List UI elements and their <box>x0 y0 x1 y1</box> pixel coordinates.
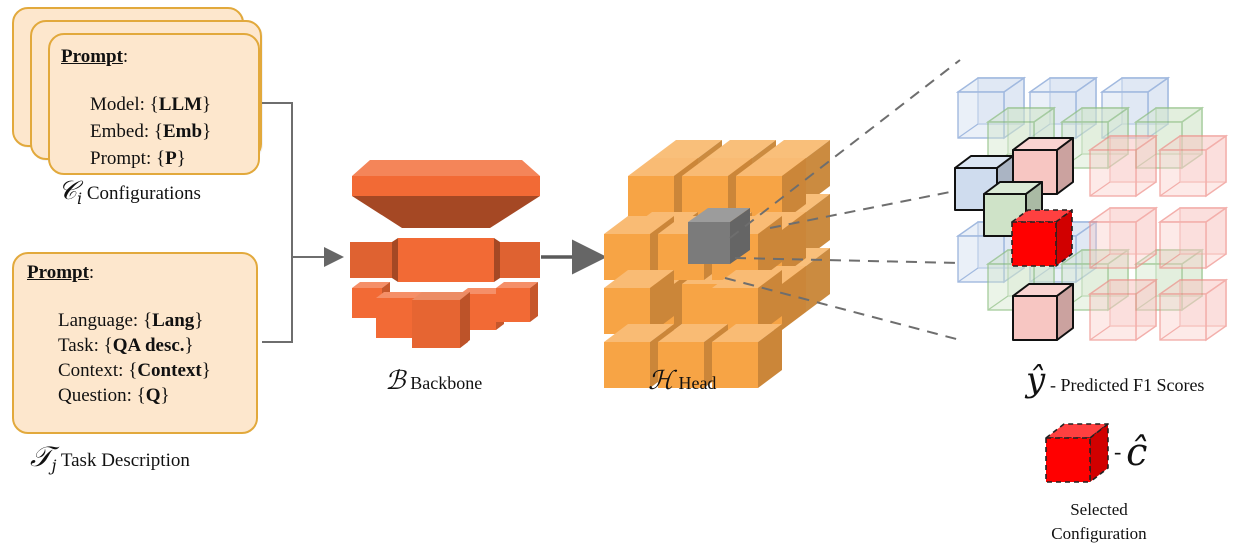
selected-configuration-caption: Selected Configuration <box>1051 500 1147 543</box>
selected-red-cube <box>1011 209 1073 267</box>
connector-arrow <box>262 102 344 343</box>
task-caption: 𝒯j Task Description <box>30 440 190 475</box>
blue-cube <box>1099 76 1171 140</box>
backbone-icon <box>350 160 540 348</box>
backbone-bottom-cube <box>412 292 470 348</box>
task-prompt-title: Prompt: <box>27 262 95 283</box>
task-row-task: Task: {QA desc.} <box>58 335 194 356</box>
legend-red-cube <box>1045 423 1109 483</box>
backbone-label: ℬ Backbone <box>385 366 483 396</box>
backbone-bottom-cube <box>496 282 538 322</box>
backbone-mid-center <box>398 238 494 282</box>
backbone-mid-right <box>500 242 540 278</box>
green-cube <box>1133 106 1205 170</box>
head-cube-icon <box>604 140 830 388</box>
backbone-top-under <box>352 196 540 228</box>
config-prompt-title: Prompt: <box>61 46 129 67</box>
head-label: ℋ Head <box>648 366 717 396</box>
task-row-language: Language: {Lang} <box>58 310 204 331</box>
pink-cube <box>1087 206 1159 270</box>
task-row-question: Question: {Q} <box>58 385 170 406</box>
pink-cube <box>1087 278 1159 342</box>
pink-cube <box>1157 278 1229 342</box>
pink-cube <box>1157 134 1229 198</box>
head-cube-front <box>712 324 782 388</box>
head-core-cube <box>688 208 750 264</box>
predicted-scores-label: ŷ - Predicted F1 Scores <box>1026 360 1205 400</box>
prediction-cube-grid <box>954 76 1229 342</box>
task-card: Prompt: Language: {Lang} Task: {QA desc.… <box>12 252 258 434</box>
selected-symbol-label: - ĉ <box>1114 430 1148 474</box>
config-caption: 𝒞i Configurations <box>58 176 201 208</box>
config-card: Prompt: Model: {LLM} Embed: {Emb} Prompt… <box>48 33 260 175</box>
config-row-embed: Embed: {Emb} <box>90 121 212 142</box>
pink-cube <box>1087 134 1159 198</box>
pink-cube <box>1157 206 1229 270</box>
blue-cube <box>1027 76 1099 140</box>
selected-config-legend-cube <box>1045 423 1109 483</box>
highlight-pink-cube-bottom <box>1012 283 1074 341</box>
config-row-model: Model: {LLM} <box>90 94 212 115</box>
backbone-top-front <box>352 176 540 196</box>
backbone-mid-left <box>350 242 392 278</box>
dashed-projection-lines <box>724 59 961 341</box>
backbone-top-face <box>352 160 540 176</box>
task-row-context: Context: {Context} <box>58 360 211 381</box>
config-row-prompt: Prompt: {P} <box>90 148 186 169</box>
head-cube-front <box>604 270 674 334</box>
